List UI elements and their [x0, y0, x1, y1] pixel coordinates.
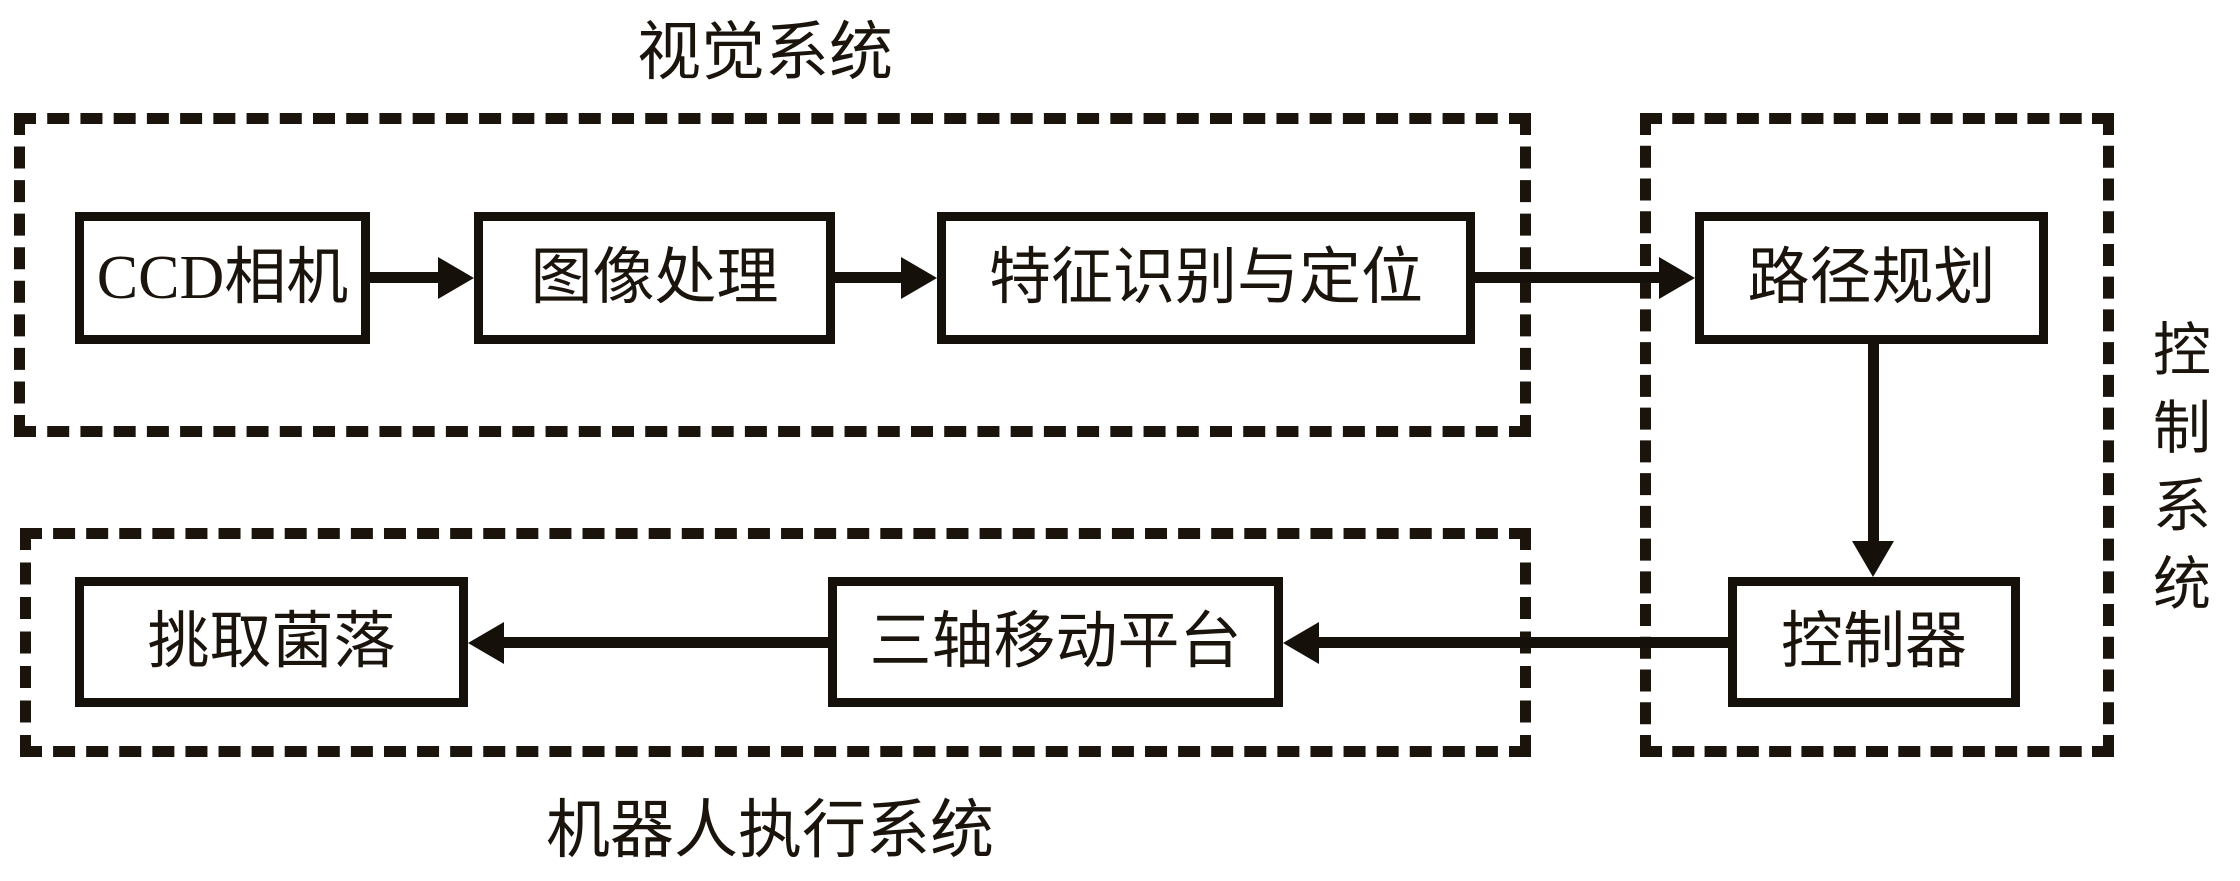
node-ccd-camera: CCD相机	[75, 212, 370, 344]
arrow-line	[366, 272, 442, 283]
node-pick-colony: 挑取菌落	[75, 577, 468, 707]
arrow-line	[1868, 338, 1879, 543]
arrowhead-left-icon	[1283, 622, 1319, 664]
node-image-processing: 图像处理	[474, 212, 835, 344]
control-system-label: 控制系统	[2152, 318, 2211, 617]
vision-system-label: 视觉系统	[637, 17, 893, 88]
node-path-planning: 路径规划	[1695, 212, 2048, 344]
arrowhead-down-icon	[1852, 541, 1894, 577]
arrow-line	[502, 637, 828, 648]
node-controller: 控制器	[1728, 577, 2020, 707]
node-feature-recognition-positioning: 特征识别与定位	[937, 212, 1475, 344]
arrowhead-right-icon	[438, 257, 474, 299]
arrowhead-left-icon	[468, 622, 504, 664]
arrowhead-right-icon	[1659, 257, 1695, 299]
node-three-axis-platform: 三轴移动平台	[828, 577, 1283, 707]
arrowhead-right-icon	[901, 257, 937, 299]
arrow-line	[1471, 272, 1661, 283]
robot-execution-system-label: 机器人执行系统	[546, 795, 994, 866]
control-system-group-box	[1640, 113, 2114, 757]
arrow-line	[1317, 637, 1728, 648]
arrow-line	[831, 272, 903, 283]
